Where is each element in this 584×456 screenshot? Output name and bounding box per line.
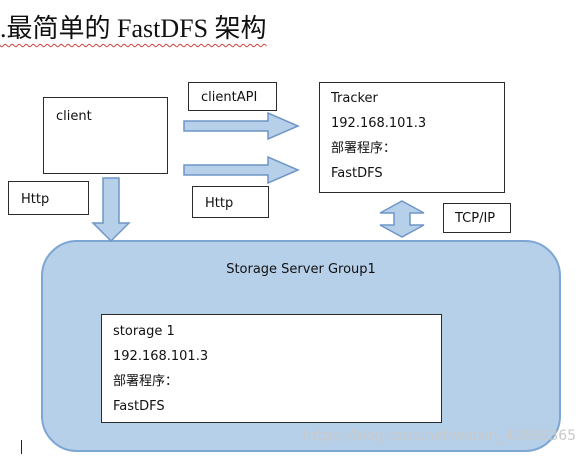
tracker-line: FastDFS: [331, 166, 383, 181]
storage-box: storage 1 192.168.101.3 部署程序： FastDFS: [101, 314, 442, 423]
tcp-ip-label: TCP/IP: [455, 211, 496, 226]
http-down-arrow: [91, 177, 131, 243]
http-left-box: Http: [8, 181, 89, 215]
http-left-label: Http: [21, 192, 50, 207]
tracker-line: Tracker: [331, 91, 378, 106]
tracker-line: 部署程序：: [331, 141, 397, 156]
tcp-ip-box: TCP/IP: [443, 203, 511, 233]
client-api-arrow: [183, 111, 300, 141]
storage-line: 部署程序：: [113, 374, 179, 389]
text-cursor: [21, 440, 22, 454]
tcp-double-arrow: [379, 200, 425, 238]
storage-group-title: Storage Server Group1: [226, 262, 376, 277]
storage-line: FastDFS: [113, 399, 165, 414]
client-label: client: [56, 109, 92, 124]
diagram-heading: .最简单的 FastDFS 架构: [0, 14, 267, 43]
tracker-line: 192.168.101.3: [331, 116, 427, 131]
client-api-box: clientAPI: [188, 82, 277, 111]
http-right-arrow: [183, 155, 300, 185]
storage-line: storage 1: [113, 324, 175, 339]
watermark-text: https://blog.csdn.net/weixin_42869365: [303, 428, 577, 444]
storage-line: 192.168.101.3: [113, 349, 209, 364]
http-right-box: Http: [192, 186, 269, 218]
http-right-label: Http: [205, 196, 234, 211]
client-box: client: [43, 97, 168, 174]
tracker-box: Tracker 192.168.101.3 部署程序： FastDFS: [319, 82, 505, 193]
client-api-label: clientAPI: [201, 90, 258, 105]
